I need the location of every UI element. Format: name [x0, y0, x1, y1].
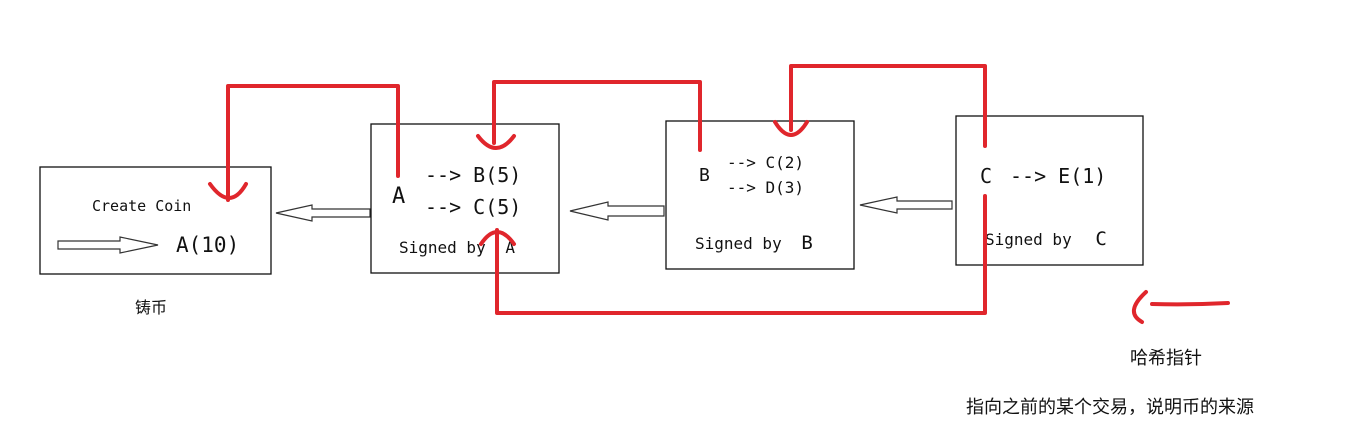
tx-c-signature: Signed by C — [985, 228, 1107, 250]
hash-pointer-c-to-tx-b — [773, 64, 987, 148]
legend-hash-pointer-icon — [1132, 290, 1230, 324]
coinbase-box — [39, 166, 272, 275]
tx-a-output-1: --> B(5) — [425, 163, 521, 187]
tx-a-signature-prefix: Signed by — [399, 238, 486, 257]
tx-b-signer: B — [801, 232, 812, 254]
coinbase-hollow-arrow — [57, 236, 159, 254]
chain-arrow-a-to-coinbase — [275, 204, 371, 222]
hash-pointer-c-to-tx-a — [479, 194, 987, 315]
tx-c-box — [955, 115, 1144, 266]
tx-c-sender: C — [980, 164, 992, 188]
tx-b-box — [665, 120, 855, 270]
legend-label: 哈希指针 — [1130, 348, 1202, 369]
hash-pointer-b-to-tx-a — [476, 80, 702, 152]
hash-pointer-a-to-coinbase — [208, 84, 400, 202]
coinbase-block: Create Coin A(10) — [39, 166, 272, 275]
tx-b-signature: Signed by B — [695, 232, 813, 254]
tx-b-sender: B — [699, 165, 710, 186]
coinbase-title: Create Coin — [92, 197, 191, 215]
tx-c-block: C --> E(1) Signed by C — [955, 115, 1144, 266]
tx-a-block: A --> B(5) --> C(5) Signed by A — [370, 123, 560, 274]
tx-c-signature-prefix: Signed by — [985, 230, 1072, 249]
tx-b-output-1: --> C(2) — [727, 153, 804, 172]
tx-b-output-2: --> D(3) — [727, 178, 804, 197]
tx-a-signer: A — [505, 238, 515, 257]
tx-c-signer: C — [1095, 228, 1106, 250]
tx-a-output-2: --> C(5) — [425, 195, 521, 219]
chain-arrow-c-to-b — [859, 196, 953, 214]
tx-c-output-1: --> E(1) — [1010, 164, 1106, 188]
coinbase-output: A(10) — [176, 233, 239, 257]
legend-description: 指向之前的某个交易，说明币的来源 — [966, 397, 1254, 418]
tx-a-box — [370, 123, 560, 274]
tx-a-signature: Signed by A — [399, 238, 515, 257]
chain-arrow-b-to-a — [569, 201, 665, 221]
tx-b-signature-prefix: Signed by — [695, 234, 782, 253]
tx-a-sender: A — [392, 184, 405, 209]
coinbase-caption: 铸币 — [135, 298, 167, 317]
tx-b-block: B --> C(2) --> D(3) Signed by B — [665, 120, 855, 270]
